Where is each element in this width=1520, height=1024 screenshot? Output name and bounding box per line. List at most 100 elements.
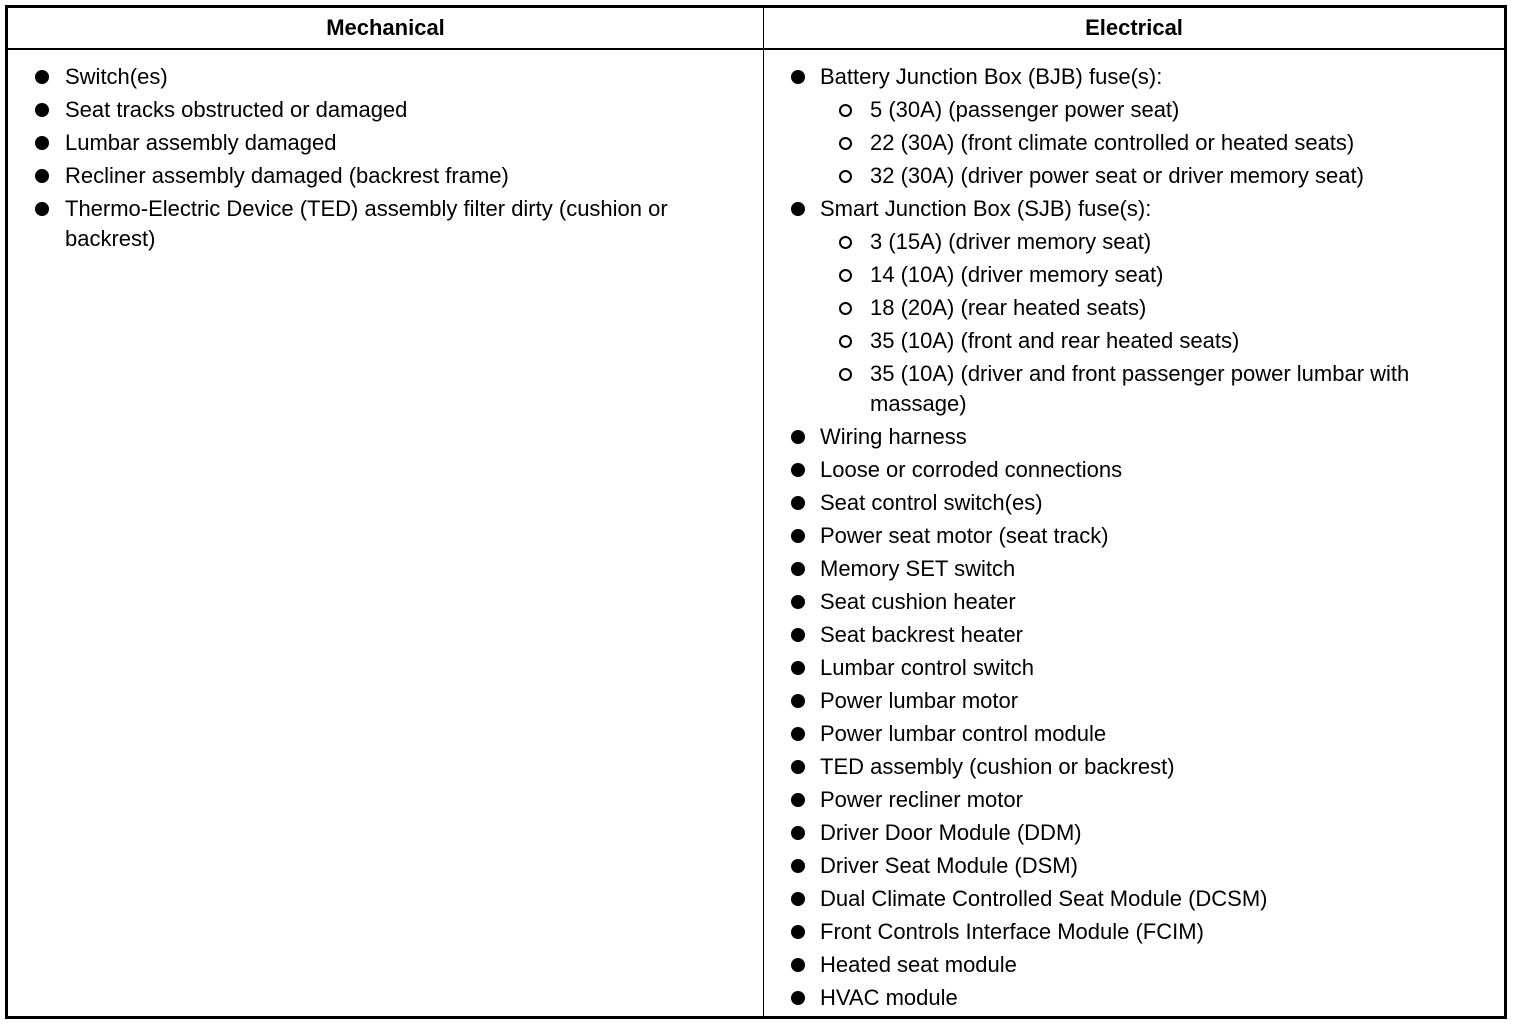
table-header-row: Mechanical Electrical [8, 8, 1504, 50]
mechanical-cell: Switch(es) Seat tracks obstructed or dama… [8, 50, 764, 1016]
list-item: Seat cushion heater [764, 587, 1504, 617]
list-item: Power seat motor (seat track) [764, 521, 1504, 551]
sub-item-text: 3 (15A) (driver memory seat) [870, 229, 1152, 254]
bullet-icon [791, 793, 805, 807]
sub-item-text: 35 (10A) (driver and front passenger pow… [870, 361, 1410, 416]
list-item: Wiring harness [764, 422, 1504, 452]
bullet-icon [791, 826, 805, 840]
item-text: Memory SET switch [820, 556, 1016, 581]
sub-item-text: 14 (10A) (driver memory seat) [870, 262, 1164, 287]
list-item: Heated seat module [764, 950, 1504, 980]
bullet-icon [791, 430, 805, 444]
list-item: Seat backrest heater [764, 620, 1504, 650]
hollow-circle-icon [839, 368, 852, 381]
sub-list: 5 (30A) (passenger power seat) 22 (30A) (… [820, 95, 1496, 191]
item-text: Power lumbar motor [820, 688, 1019, 713]
bullet-icon [791, 925, 805, 939]
sub-item-text: 35 (10A) (front and rear heated seats) [870, 328, 1240, 353]
sub-item-text: 32 (30A) (driver power seat or driver me… [870, 163, 1364, 188]
item-text: Thermo-Electric Device (TED) assembly fi… [65, 196, 668, 251]
bullet-icon [35, 70, 49, 84]
item-text: Power recliner motor [820, 787, 1023, 812]
item-text: Lumbar assembly damaged [65, 130, 337, 155]
item-text: Recliner assembly damaged (backrest fram… [65, 163, 509, 188]
item-text: Battery Junction Box (BJB) fuse(s): [820, 64, 1163, 89]
sub-list-item: 14 (10A) (driver memory seat) [820, 260, 1496, 290]
bullet-icon [791, 202, 805, 216]
hollow-circle-icon [839, 104, 852, 117]
bullet-icon [791, 496, 805, 510]
bullet-icon [791, 628, 805, 642]
bullet-icon [791, 529, 805, 543]
sub-list: 3 (15A) (driver memory seat) 14 (10A) (dr… [820, 227, 1496, 419]
item-text: TED assembly (cushion or backrest) [820, 754, 1175, 779]
hollow-circle-icon [839, 335, 852, 348]
bullet-icon [35, 103, 49, 117]
hollow-circle-icon [839, 137, 852, 150]
list-item: Thermo-Electric Device (TED) assembly fi… [8, 194, 763, 254]
bullet-icon [791, 694, 805, 708]
mechanical-list: Switch(es) Seat tracks obstructed or dama… [8, 62, 763, 254]
list-item: Smart Junction Box (SJB) fuse(s): 3 (15A)… [764, 194, 1504, 419]
bullet-icon [35, 202, 49, 216]
bullet-icon [791, 760, 805, 774]
list-item: Seat control switch(es) [764, 488, 1504, 518]
item-text: Seat tracks obstructed or damaged [65, 97, 408, 122]
item-text: Wiring harness [820, 424, 967, 449]
bullet-icon [791, 463, 805, 477]
list-item: Front Controls Interface Module (FCIM) [764, 917, 1504, 947]
item-text: Driver Seat Module (DSM) [820, 853, 1078, 878]
item-text: Power lumbar control module [820, 721, 1107, 746]
bullet-icon [791, 661, 805, 675]
bullet-icon [791, 562, 805, 576]
item-text: Lumbar control switch [820, 655, 1034, 680]
item-text: Switch(es) [65, 64, 168, 89]
list-item: Seat tracks obstructed or damaged [8, 95, 763, 125]
list-item: Dual Climate Controlled Seat Module (DCS… [764, 884, 1504, 914]
sub-list-item: 32 (30A) (driver power seat or driver me… [820, 161, 1496, 191]
header-mechanical: Mechanical [8, 8, 764, 48]
item-text: Heated seat module [820, 952, 1017, 977]
list-item: Lumbar assembly damaged [8, 128, 763, 158]
sub-list-item: 18 (20A) (rear heated seats) [820, 293, 1496, 323]
sub-list-item: 35 (10A) (driver and front passenger pow… [820, 359, 1496, 419]
item-text: Loose or corroded connections [820, 457, 1123, 482]
list-item: HVAC module [764, 983, 1504, 1013]
hollow-circle-icon [839, 302, 852, 315]
item-text: Dual Climate Controlled Seat Module (DCS… [820, 886, 1268, 911]
sub-list-item: 22 (30A) (front climate controlled or he… [820, 128, 1496, 158]
bullet-icon [35, 136, 49, 150]
bullet-icon [791, 892, 805, 906]
sub-list-item: 35 (10A) (front and rear heated seats) [820, 326, 1496, 356]
electrical-cell: Battery Junction Box (BJB) fuse(s): 5 (30… [764, 50, 1504, 1016]
bullet-icon [791, 859, 805, 873]
item-text: Front Controls Interface Module (FCIM) [820, 919, 1204, 944]
sub-item-text: 18 (20A) (rear heated seats) [870, 295, 1147, 320]
bullet-icon [791, 727, 805, 741]
hollow-circle-icon [839, 170, 852, 183]
list-item: Power lumbar control module [764, 719, 1504, 749]
bullet-icon [35, 169, 49, 183]
list-item: Loose or corroded connections [764, 455, 1504, 485]
item-text: Driver Door Module (DDM) [820, 820, 1082, 845]
item-text: Smart Junction Box (SJB) fuse(s): [820, 196, 1152, 221]
sub-list-item: 5 (30A) (passenger power seat) [820, 95, 1496, 125]
item-text: Seat cushion heater [820, 589, 1016, 614]
bullet-icon [791, 70, 805, 84]
bullet-icon [791, 991, 805, 1005]
bullet-icon [791, 958, 805, 972]
list-item: Power lumbar motor [764, 686, 1504, 716]
table-body-row: Switch(es) Seat tracks obstructed or dama… [8, 50, 1504, 1016]
sub-item-text: 5 (30A) (passenger power seat) [870, 97, 1180, 122]
hollow-circle-icon [839, 269, 852, 282]
header-electrical: Electrical [1085, 15, 1183, 40]
electrical-list: Battery Junction Box (BJB) fuse(s): 5 (30… [764, 62, 1504, 1013]
list-item: Lumbar control switch [764, 653, 1504, 683]
list-item: Memory SET switch [764, 554, 1504, 584]
sub-item-text: 22 (30A) (front climate controlled or he… [870, 130, 1355, 155]
hollow-circle-icon [839, 236, 852, 249]
item-text: HVAC module [820, 985, 958, 1010]
list-item: Driver Seat Module (DSM) [764, 851, 1504, 881]
list-item: Battery Junction Box (BJB) fuse(s): 5 (30… [764, 62, 1504, 191]
item-text: Seat backrest heater [820, 622, 1024, 647]
